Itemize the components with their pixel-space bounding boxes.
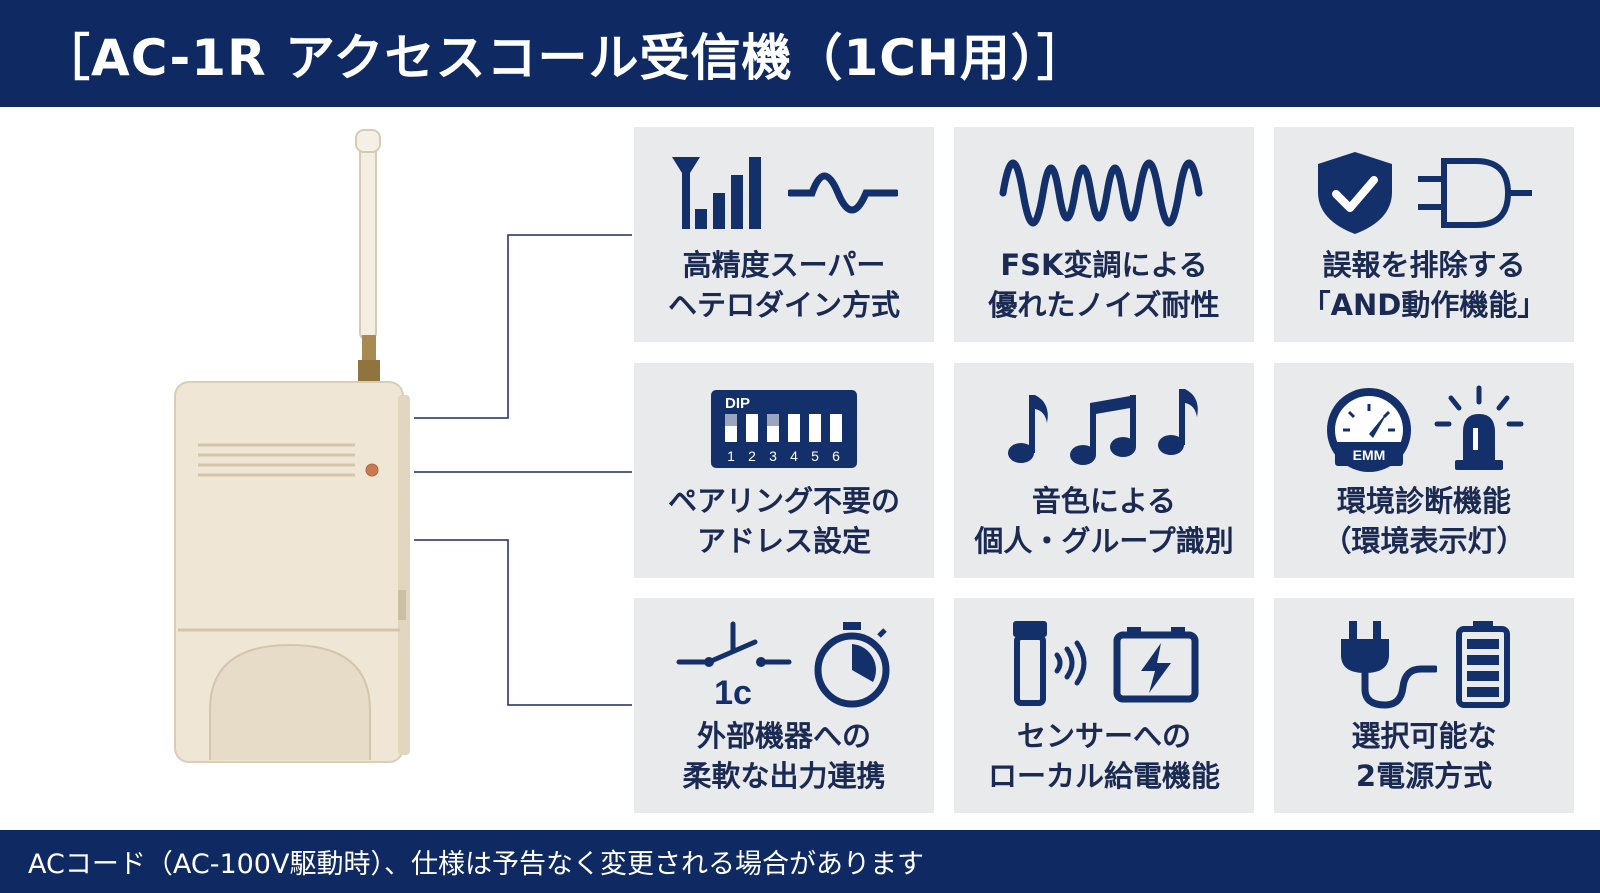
footer-bar: ACコード（AC-100V駆動時）、仕様は予告なく変更される場合があります <box>0 830 1600 893</box>
gauge-label: EMM <box>1353 447 1386 463</box>
feature-line2: 2電源方式 <box>1355 759 1493 793</box>
feature-card-dual-power: 選択可能な 2電源方式 <box>1274 598 1574 813</box>
feature-card-and-function: 誤報を排除する 「AND動作機能」 <box>1274 127 1574 342</box>
feature-line2: 「AND動作機能」 <box>1301 288 1547 322</box>
dip-number: 2 <box>748 448 756 464</box>
feature-line2: ヘテロダイン方式 <box>667 288 900 322</box>
feature-line1: 環境診断機能 <box>1336 484 1511 518</box>
relay-label: 1c <box>714 674 752 708</box>
feature-card-environment-diagnosis: EMM 環境診断機能 （環境表示灯） <box>1274 363 1574 578</box>
feature-card-external-output: 1c 外部機器への 柔軟な出力連携 <box>634 598 934 813</box>
page-title: ［AC-1R アクセスコール受信機（1CH用）］ <box>40 28 1088 87</box>
header-bar: ［AC-1R アクセスコール受信機（1CH用）］ <box>0 0 1600 107</box>
feature-line2: 個人・グループ識別 <box>974 524 1234 558</box>
feature-line2: アドレス設定 <box>696 524 871 558</box>
gauge-icon: EMM <box>1327 388 1411 472</box>
feature-line1: 誤報を排除する <box>1322 248 1526 282</box>
feature-card-fsk: FSK変調による 優れたノイズ耐性 <box>954 127 1254 342</box>
music-note-icon <box>1008 395 1048 463</box>
music-note-icon <box>1158 389 1198 455</box>
feature-card-superheterodyne: 高精度スーパー ヘテロダイン方式 <box>634 127 934 342</box>
beamed-notes-icon <box>1070 395 1136 465</box>
feature-line1: FSK変調による <box>1000 248 1208 282</box>
fsk-wave-icon <box>999 159 1203 227</box>
feature-line2: ローカル給電機能 <box>987 759 1220 793</box>
feature-card-address-setting: DIP 1 2 3 4 5 6 ペアリング不要 <box>634 363 934 578</box>
dip-number: 6 <box>832 448 840 464</box>
feature-card-tone-identification: 音色による 個人・グループ識別 <box>954 363 1254 578</box>
battery-icon <box>1456 621 1510 708</box>
beacon-light-icon <box>1434 385 1524 470</box>
feature-line1: 外部機器への <box>696 719 871 753</box>
feature-line2: 柔軟な出力連携 <box>682 759 886 793</box>
receiver-device-image <box>174 129 410 763</box>
dip-number: 1 <box>727 448 735 464</box>
sensor-icon <box>1013 621 1087 706</box>
feature-line2: （環境表示灯） <box>1322 524 1526 558</box>
dip-number: 5 <box>811 448 819 464</box>
feature-card-sensor-power: センサーへの ローカル給電機能 <box>954 598 1254 813</box>
dip-label: DIP <box>725 395 750 412</box>
feature-line1: センサーへの <box>1016 719 1191 753</box>
shield-check-icon <box>1318 152 1392 234</box>
dip-number: 3 <box>769 448 777 464</box>
dip-number: 4 <box>790 448 798 464</box>
battery-charging-icon <box>1113 627 1199 703</box>
signal-strength-icon <box>672 157 761 229</box>
stopwatch-icon <box>814 622 890 708</box>
feature-line2: 優れたノイズ耐性 <box>988 288 1220 322</box>
relay-switch-icon: 1c <box>676 621 792 708</box>
and-gate-icon <box>1418 158 1532 228</box>
sine-wave-icon <box>788 172 898 214</box>
dip-switch-icon: DIP 1 2 3 4 5 6 <box>711 390 857 468</box>
power-plug-icon <box>1341 621 1437 709</box>
footer-note: ACコード（AC-100V駆動時）、仕様は予告なく変更される場合があります <box>28 849 924 880</box>
feature-line1: 音色による <box>1031 484 1177 518</box>
feature-line1: ペアリング不要の <box>667 484 900 518</box>
feature-line1: 選択可能な <box>1351 719 1497 753</box>
feature-line1: 高精度スーパー <box>682 248 886 282</box>
